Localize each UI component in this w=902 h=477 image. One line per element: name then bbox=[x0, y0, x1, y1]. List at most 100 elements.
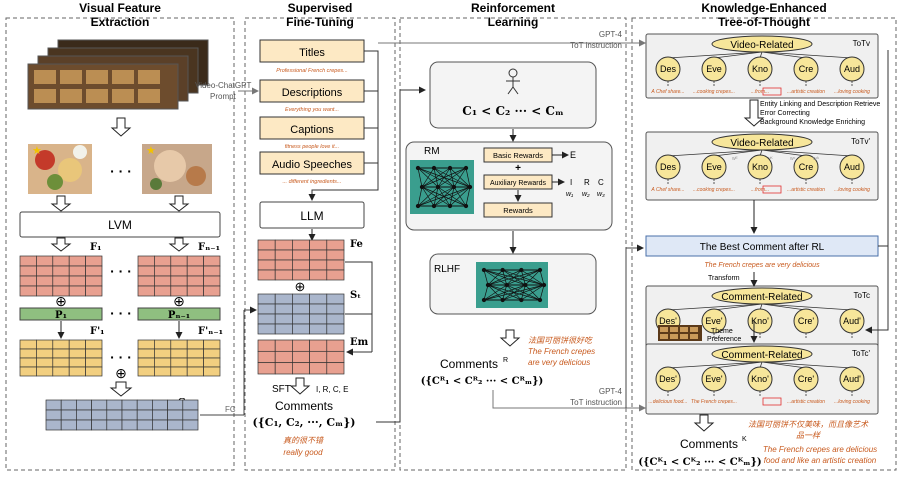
grid-cell bbox=[309, 339, 328, 352]
tree-edge bbox=[761, 51, 807, 59]
grid-cell bbox=[36, 339, 54, 350]
w3-label: w₃ bbox=[597, 191, 605, 198]
grid-cell bbox=[19, 255, 37, 267]
grid-cell bbox=[326, 249, 345, 261]
fn1-label: Fₙ₋₁ bbox=[198, 242, 220, 253]
pn1-bar bbox=[137, 307, 221, 321]
st-label: Sₜ bbox=[350, 290, 361, 301]
root-node-label: Comment-Related bbox=[721, 292, 802, 303]
preference-label: Preference bbox=[707, 336, 741, 343]
tree-tag: ToTv' bbox=[851, 137, 870, 146]
audio-example: ... different ingredients... bbox=[282, 179, 341, 185]
tree-tag: ToTc' bbox=[852, 349, 870, 358]
grid-cell bbox=[274, 362, 293, 375]
p1-bar bbox=[19, 307, 103, 321]
audio-speeches-label: Audio Speeches bbox=[272, 159, 353, 171]
sft-title-1: Supervised bbox=[288, 1, 353, 15]
network-node bbox=[500, 297, 505, 303]
oplus-icon: ⊕ bbox=[55, 293, 67, 309]
f1p-label: F'₁ bbox=[90, 326, 105, 337]
grid-cell bbox=[85, 285, 103, 297]
network-node bbox=[537, 297, 543, 303]
grid-cell bbox=[203, 285, 221, 297]
grid-cell bbox=[154, 339, 172, 350]
grid-cell bbox=[203, 357, 221, 368]
network-node bbox=[504, 282, 509, 288]
descriptions-example: Everything you want... bbox=[285, 107, 339, 113]
grid-cell bbox=[170, 255, 188, 267]
grid-cell bbox=[68, 339, 86, 350]
grid-cell bbox=[274, 269, 293, 281]
feature-grid-fn1p bbox=[137, 339, 221, 377]
grid-cell bbox=[274, 313, 293, 325]
i-label: I bbox=[570, 178, 572, 187]
network-node bbox=[451, 184, 457, 190]
tree-edge bbox=[667, 51, 763, 59]
grid-cell bbox=[203, 265, 221, 277]
grid-cell bbox=[326, 303, 345, 315]
grid-cell bbox=[36, 255, 54, 267]
enrich-step-3: Background Knowledge Enriching bbox=[760, 119, 865, 126]
leaf-text: ...artistic creation bbox=[787, 187, 825, 193]
food-image-2: ★ bbox=[142, 144, 212, 194]
grid-cell bbox=[326, 339, 345, 352]
tree-node-label: Kno bbox=[752, 162, 768, 172]
sft-label: SFT bbox=[272, 384, 291, 395]
grid-cell bbox=[292, 323, 310, 335]
grid-cell bbox=[170, 348, 188, 359]
grid-cell bbox=[182, 399, 199, 411]
tree-node-label: Des bbox=[660, 162, 677, 172]
down-arrow-icon bbox=[289, 377, 311, 395]
grid-cell bbox=[257, 249, 276, 261]
grid-cell bbox=[154, 275, 172, 287]
edge-weight: wᴱ bbox=[732, 156, 738, 162]
grid-cell bbox=[85, 255, 103, 267]
grid-cell bbox=[36, 348, 54, 359]
sft-vars: I, R, C, E bbox=[316, 385, 348, 394]
grid-cell bbox=[152, 409, 168, 421]
grid-cell bbox=[257, 323, 276, 335]
rlhf-label: RLHF bbox=[434, 264, 460, 275]
grid-cell bbox=[137, 348, 155, 359]
enrich-step-1: Entity Linking and Description Retrieve bbox=[760, 101, 880, 108]
grid-cell bbox=[167, 399, 184, 411]
final-comments-math: ({Cᴷ₁ < Cᴷ₂ ··· < Cᴷₘ}) bbox=[638, 457, 761, 468]
leaf-text: ...cooking crepes... bbox=[693, 187, 735, 193]
tree-edge bbox=[761, 361, 853, 369]
leaf-text: ...delicious food... bbox=[649, 399, 688, 405]
network-edge bbox=[417, 186, 439, 207]
grid-cell bbox=[106, 419, 123, 431]
theme-label: Theme bbox=[711, 328, 733, 335]
e-label: E bbox=[570, 150, 576, 160]
network-node bbox=[537, 267, 543, 273]
sft-comments-math: ({C₁, C₂, ···, Cₘ}) bbox=[253, 416, 356, 429]
visual-title-2: Extraction bbox=[91, 15, 150, 29]
grid-cell bbox=[292, 303, 310, 315]
grid-cell bbox=[186, 275, 204, 287]
tree-node-label: Eve' bbox=[705, 316, 723, 326]
grid-cell bbox=[36, 357, 54, 368]
grid-cell bbox=[326, 362, 345, 375]
down-arrow-icon bbox=[693, 414, 715, 432]
leaf-text: ...from... bbox=[751, 187, 769, 193]
oplus-icon: ⊕ bbox=[115, 365, 127, 381]
network-edge bbox=[421, 167, 451, 188]
network-node bbox=[519, 297, 524, 303]
tot-title-2: Tree-of-Thought bbox=[718, 15, 810, 29]
grid-cell bbox=[85, 275, 103, 287]
down-arrow-icon bbox=[743, 99, 765, 127]
down-arrow-icon bbox=[110, 117, 132, 137]
grid-cell bbox=[292, 350, 310, 364]
tot-title-1: Knowledge-Enhanced bbox=[701, 1, 826, 15]
grid-cell bbox=[19, 357, 37, 368]
grid-cell bbox=[203, 275, 221, 287]
edge-weight: wᴷ bbox=[767, 156, 774, 162]
network-edge bbox=[417, 186, 423, 207]
w1-label: w₁ bbox=[566, 191, 574, 198]
grid-cell bbox=[309, 249, 328, 261]
tree-tag: ToTc bbox=[854, 291, 870, 300]
visual-title-1: Visual Feature bbox=[79, 1, 161, 15]
down-arrow-icon bbox=[499, 329, 521, 347]
grid-cell bbox=[186, 339, 204, 350]
